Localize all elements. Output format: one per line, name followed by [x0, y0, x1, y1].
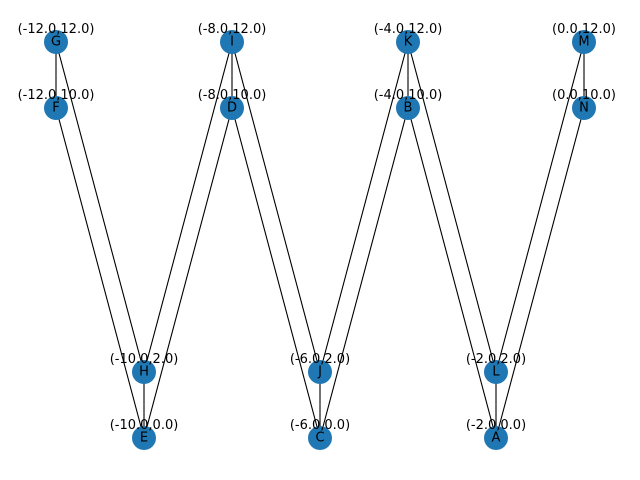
node-label-J: J — [317, 365, 322, 380]
node-I: I — [220, 30, 244, 54]
node-circle-L — [484, 360, 508, 384]
node-circle-K — [396, 30, 420, 54]
node-A: A — [484, 426, 508, 450]
edge-J-K — [319, 41, 409, 373]
node-label-G: G — [51, 35, 61, 50]
node-label-E: E — [140, 431, 148, 446]
coord-label-J: (-6.0,2.0) — [290, 352, 350, 367]
edge-B-C — [319, 107, 409, 439]
node-circle-N — [572, 96, 596, 120]
coord-label-C: (-6.0,0.0) — [290, 418, 350, 433]
node-circle-C — [308, 426, 332, 450]
coord-label-I: (-8.0,12.0) — [198, 22, 267, 37]
node-circle-E — [132, 426, 156, 450]
node-D: D — [220, 96, 244, 120]
coord-label-B: (-4.0,10.0) — [374, 88, 443, 103]
coord-label-E: (-10.0,0.0) — [110, 418, 179, 433]
node-circle-A — [484, 426, 508, 450]
node-C: C — [308, 426, 332, 450]
node-H: H — [132, 360, 156, 384]
node-circle-M — [572, 30, 596, 54]
node-label-L: L — [492, 365, 500, 380]
node-label-H: H — [139, 365, 149, 380]
node-K: K — [396, 30, 420, 54]
edge-L-M — [495, 41, 585, 373]
node-circle-H — [132, 360, 156, 384]
coord-label-A: (-2.0,0.0) — [466, 418, 526, 433]
node-G: G — [44, 30, 68, 54]
coord-label-N: (0.0,10.0) — [552, 88, 616, 103]
nodes-layer: A B C D E F G H I J K L M N — [44, 30, 596, 450]
edge-C-D — [231, 107, 321, 439]
node-label-K: K — [404, 35, 413, 50]
edge-G-H — [55, 41, 145, 373]
coord-label-D: (-8.0,10.0) — [198, 88, 267, 103]
node-circle-B — [396, 96, 420, 120]
node-label-M: M — [578, 35, 589, 50]
edge-K-L — [407, 41, 497, 373]
node-L: L — [484, 360, 508, 384]
node-label-D: D — [227, 101, 237, 116]
node-circle-I — [220, 30, 244, 54]
node-M: M — [572, 30, 596, 54]
node-label-A: A — [492, 431, 501, 446]
node-label-F: F — [52, 101, 59, 116]
coordinate-labels-layer: (-2.0,0.0) (-4.0,10.0) (-6.0,0.0) (-8.0,10.… — [18, 22, 616, 433]
node-J: J — [308, 360, 332, 384]
node-circle-F — [44, 96, 68, 120]
node-label-N: N — [579, 101, 589, 116]
edge-E-F — [55, 107, 145, 439]
node-N: N — [572, 96, 596, 120]
node-label-C: C — [315, 431, 324, 446]
node-label-I: I — [230, 35, 234, 50]
edge-N-A — [495, 107, 585, 439]
node-F: F — [44, 96, 68, 120]
coord-label-M: (0.0,12.0) — [552, 22, 616, 37]
node-B: B — [396, 96, 420, 120]
edge-A-B — [407, 107, 497, 439]
edge-H-I — [143, 41, 233, 373]
node-circle-G — [44, 30, 68, 54]
edge-I-J — [231, 41, 321, 373]
node-E: E — [132, 426, 156, 450]
coord-label-G: (-12.0,12.0) — [18, 22, 95, 37]
coord-label-H: (-10.0,2.0) — [110, 352, 179, 367]
node-circle-D — [220, 96, 244, 120]
edge-D-E — [143, 107, 233, 439]
coord-label-K: (-4.0,12.0) — [374, 22, 443, 37]
coord-label-F: (-12.0,10.0) — [18, 88, 95, 103]
node-circle-J — [308, 360, 332, 384]
node-label-B: B — [404, 101, 413, 116]
coord-label-L: (-2.0,2.0) — [466, 352, 526, 367]
